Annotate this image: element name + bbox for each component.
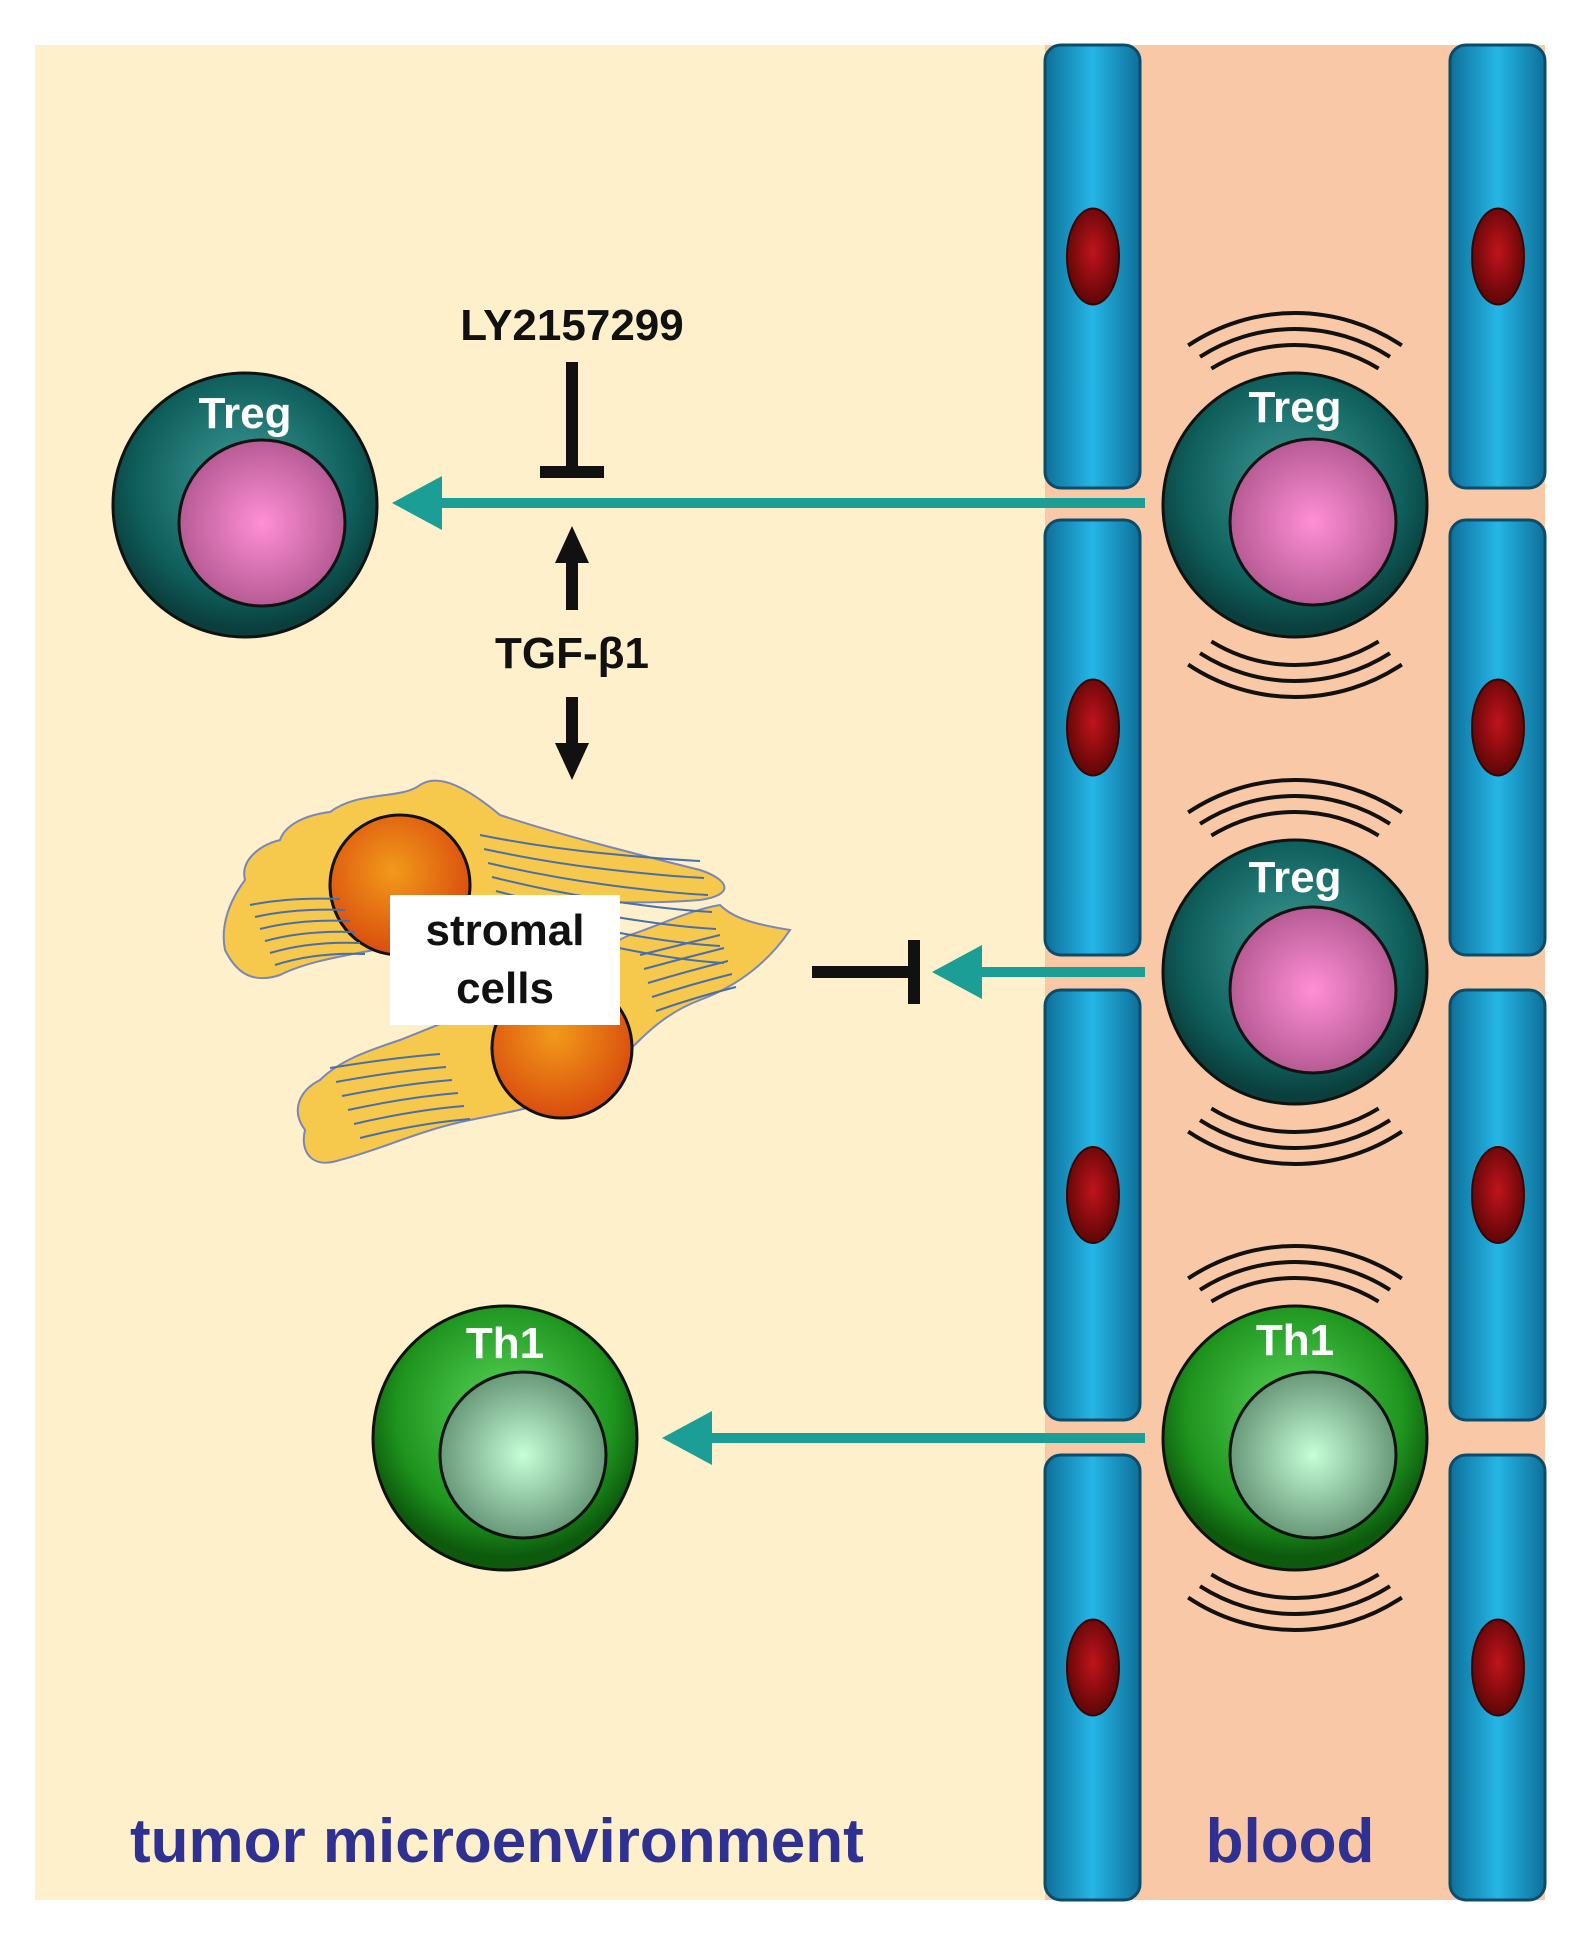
vessel-wall	[1043, 43, 1547, 1902]
stromal-label-line1: stromal	[426, 906, 585, 955]
motion-arc-top	[1210, 810, 1380, 838]
tgf-up-arrowhead	[555, 526, 589, 563]
endothelial-cell	[1043, 988, 1142, 1422]
treg-cell-blood-middle: Treg	[1161, 838, 1429, 1106]
stromal-fiber	[353, 1105, 465, 1125]
motion-arc-bottom	[1187, 1595, 1403, 1632]
motion-arc-top	[1187, 1244, 1403, 1281]
endothelial-nucleus	[1471, 1618, 1525, 1717]
stromal-label-box	[390, 895, 620, 1025]
stromal-fiber	[329, 1053, 441, 1069]
stromal-cells: stromal cells	[222, 779, 792, 1164]
stromal-fiber	[341, 1079, 453, 1097]
treg-cell-blood-middle-label: Treg	[1249, 853, 1342, 902]
treg-cell-blood-middle-nucleus	[1228, 905, 1398, 1075]
stromal-fiber	[643, 947, 725, 970]
th1-cell-blood: Th1	[1161, 1304, 1429, 1572]
endothelial-cell	[1448, 1453, 1547, 1902]
motion-arc-bottom	[1187, 662, 1403, 699]
th1-cell-tumor: Th1	[371, 1304, 639, 1572]
treg-cell-blood-top: Treg	[1161, 371, 1429, 639]
stromal-fiber	[483, 848, 705, 879]
motion-arc-bottom	[1210, 1572, 1380, 1600]
endothelial-cell	[1043, 43, 1142, 490]
stromal-fiber	[647, 960, 729, 984]
treg-cell-tumor-nucleus	[177, 438, 347, 608]
stromal-fiber	[249, 897, 341, 906]
endothelial-nucleus	[1471, 1146, 1525, 1244]
treg-cell-blood-top-label: Treg	[1249, 383, 1342, 432]
blocked-treg-arrowhead	[932, 945, 982, 999]
endothelial-nucleus	[1471, 678, 1525, 777]
treg-cell-blood-top-nucleus	[1228, 437, 1398, 607]
treg-cell-tumor-label: Treg	[199, 389, 292, 438]
stromal-fiber	[264, 930, 356, 942]
th1-cell-blood-nucleus	[1228, 1370, 1398, 1540]
motion-arc-top	[1210, 1276, 1380, 1304]
motion-arc-bottom	[1198, 1118, 1392, 1150]
th1-cell-blood-label: Th1	[1256, 1316, 1334, 1365]
motion-arc-bottom	[1210, 639, 1380, 667]
treg-cell-tumor: Treg	[111, 371, 379, 639]
stromal-fiber	[655, 986, 737, 1012]
pathway-symbols	[540, 362, 920, 1004]
blood-region-label: blood	[1206, 1807, 1375, 1876]
tgf-down-arrowhead	[555, 743, 589, 780]
stromal-fiber	[269, 941, 361, 954]
endothelial-nucleus	[1066, 678, 1120, 777]
stromal-fiber	[274, 952, 366, 966]
tumor-region-label: tumor microenvironment	[130, 1807, 864, 1876]
stromal-fiber	[359, 1118, 471, 1139]
th1-migration-arrowhead	[662, 1411, 712, 1465]
endothelial-cell	[1043, 518, 1142, 957]
motion-arc-top	[1198, 794, 1392, 826]
stromal-fiber	[651, 973, 733, 998]
motion-arc-top	[1198, 327, 1392, 359]
motion-arc-bottom	[1198, 651, 1392, 683]
treg-migration-arrowhead	[392, 476, 442, 530]
motion-arc-top	[1187, 311, 1403, 348]
motion-arc-top	[1187, 778, 1403, 815]
stromal-fiber	[479, 834, 701, 862]
stromal-fiber	[347, 1092, 459, 1111]
th1-cell-tumor-label: Th1	[466, 1319, 544, 1368]
motion-lines	[1187, 311, 1403, 1632]
stromal-fiber	[259, 919, 351, 930]
motion-arc-bottom	[1187, 1129, 1403, 1166]
endothelial-nucleus	[1066, 1146, 1120, 1244]
motion-arc-top	[1210, 343, 1380, 371]
motion-arc-bottom	[1198, 1584, 1392, 1616]
stromal-fiber	[487, 862, 709, 896]
drug-label: LY2157299	[460, 301, 683, 350]
stromal-fiber	[254, 908, 346, 918]
motion-arc-top	[1198, 1260, 1392, 1292]
stromal-fiber	[335, 1066, 447, 1083]
endothelial-cell	[1448, 518, 1547, 957]
endothelial-cell	[1448, 988, 1547, 1422]
endothelial-cell	[1448, 43, 1547, 490]
endothelial-nucleus	[1066, 1618, 1120, 1717]
endothelial-nucleus	[1471, 207, 1525, 306]
endothelial-cell	[1043, 1453, 1142, 1902]
th1-cell-tumor-nucleus	[438, 1370, 608, 1540]
stromal-label-line2: cells	[456, 964, 554, 1013]
cytokine-label: TGF-β1	[495, 629, 649, 678]
endothelial-nucleus	[1066, 207, 1120, 306]
motion-arc-bottom	[1210, 1106, 1380, 1134]
stromal-fiber	[639, 934, 721, 956]
migration-arrows	[392, 476, 1145, 1465]
